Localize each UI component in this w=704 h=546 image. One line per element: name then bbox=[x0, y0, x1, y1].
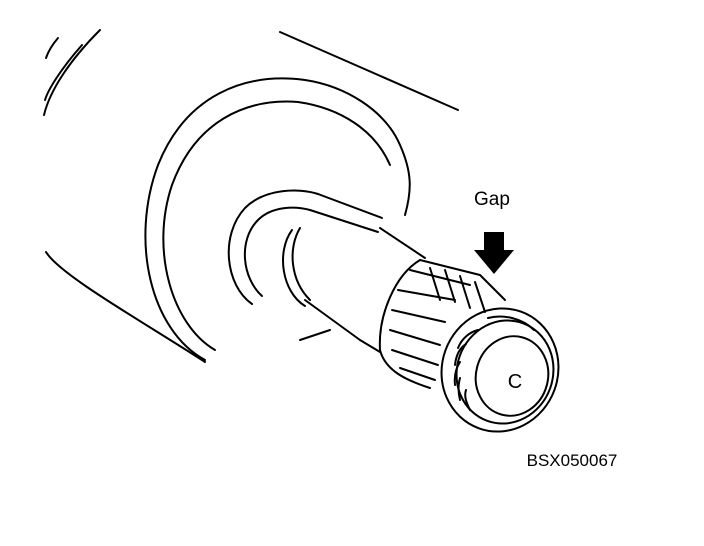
shaft-boss bbox=[227, 189, 383, 307]
shaft bbox=[291, 227, 426, 353]
figure-code: BSX050067 bbox=[527, 451, 618, 470]
spline-section bbox=[378, 259, 506, 389]
end-mark: C bbox=[508, 371, 522, 393]
housing-flange bbox=[144, 77, 411, 361]
gap-label: Gap bbox=[474, 189, 510, 210]
shaft-end-face bbox=[474, 335, 550, 417]
circlip-ring bbox=[440, 307, 560, 433]
gap-arrow-icon bbox=[474, 232, 514, 274]
housing-body bbox=[43, 29, 459, 363]
